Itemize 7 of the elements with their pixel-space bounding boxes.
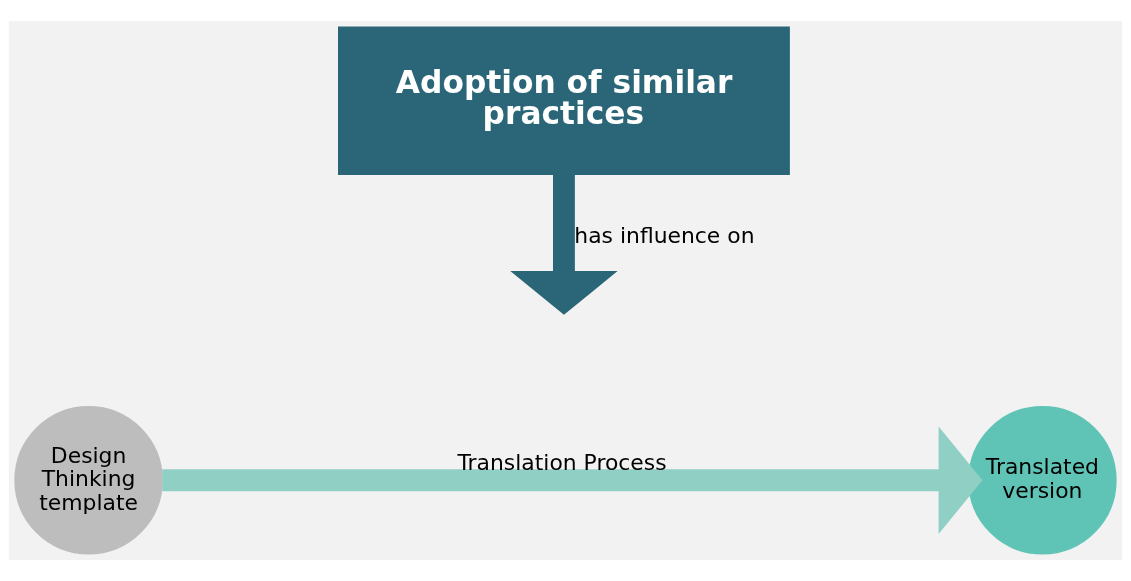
node-circle: Design Thinking template xyxy=(14,406,163,555)
node-circle: Translated version xyxy=(968,406,1117,555)
arrow xyxy=(162,426,983,534)
arrow xyxy=(510,174,618,315)
edge-label: has influence on xyxy=(574,223,755,249)
edge-label: Translation Process xyxy=(457,449,667,475)
node-box: Adoption of similar practices xyxy=(338,26,790,175)
